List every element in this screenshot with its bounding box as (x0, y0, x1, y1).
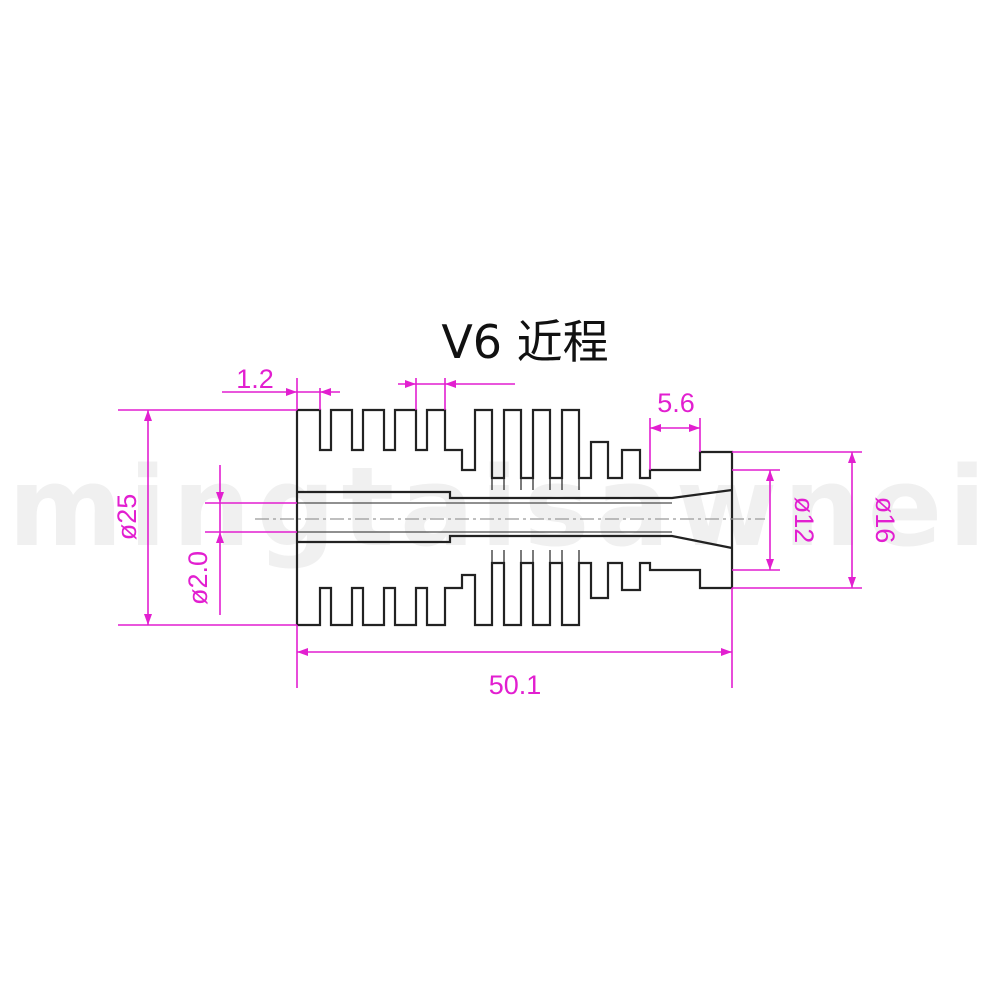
arrow (144, 614, 152, 625)
fin-hidden-lines (491, 478, 580, 563)
arrow (848, 452, 856, 463)
fin-thickness-label: 1.2 (236, 364, 274, 394)
bore-diameter-label: ø2.0 (183, 551, 213, 605)
shoulder-diameter-label: ø16 (870, 497, 900, 544)
arrow (216, 532, 224, 543)
neck-diameter-label: ø12 (789, 497, 819, 544)
arrow (689, 424, 700, 432)
arrow (405, 380, 416, 388)
arrow (766, 470, 774, 481)
arrow (848, 577, 856, 588)
arrow (766, 559, 774, 570)
outer-diameter-label: ø25 (112, 494, 142, 541)
arrow (650, 424, 661, 432)
drawing-title: V6 近程 (441, 315, 608, 369)
arrow (216, 492, 224, 503)
arrow (320, 388, 331, 396)
arrow (144, 410, 152, 421)
arrow (286, 388, 297, 396)
dimension-layer: 1.2 5.6 ø25 ø2.0 ø12 (112, 364, 900, 700)
overall-length-label: 50.1 (489, 670, 542, 700)
watermark-text: mingtaisawnei (8, 443, 992, 571)
arrow (721, 648, 732, 656)
step-width-label: 5.6 (657, 388, 695, 418)
arrow (445, 380, 456, 388)
arrow (297, 648, 308, 656)
